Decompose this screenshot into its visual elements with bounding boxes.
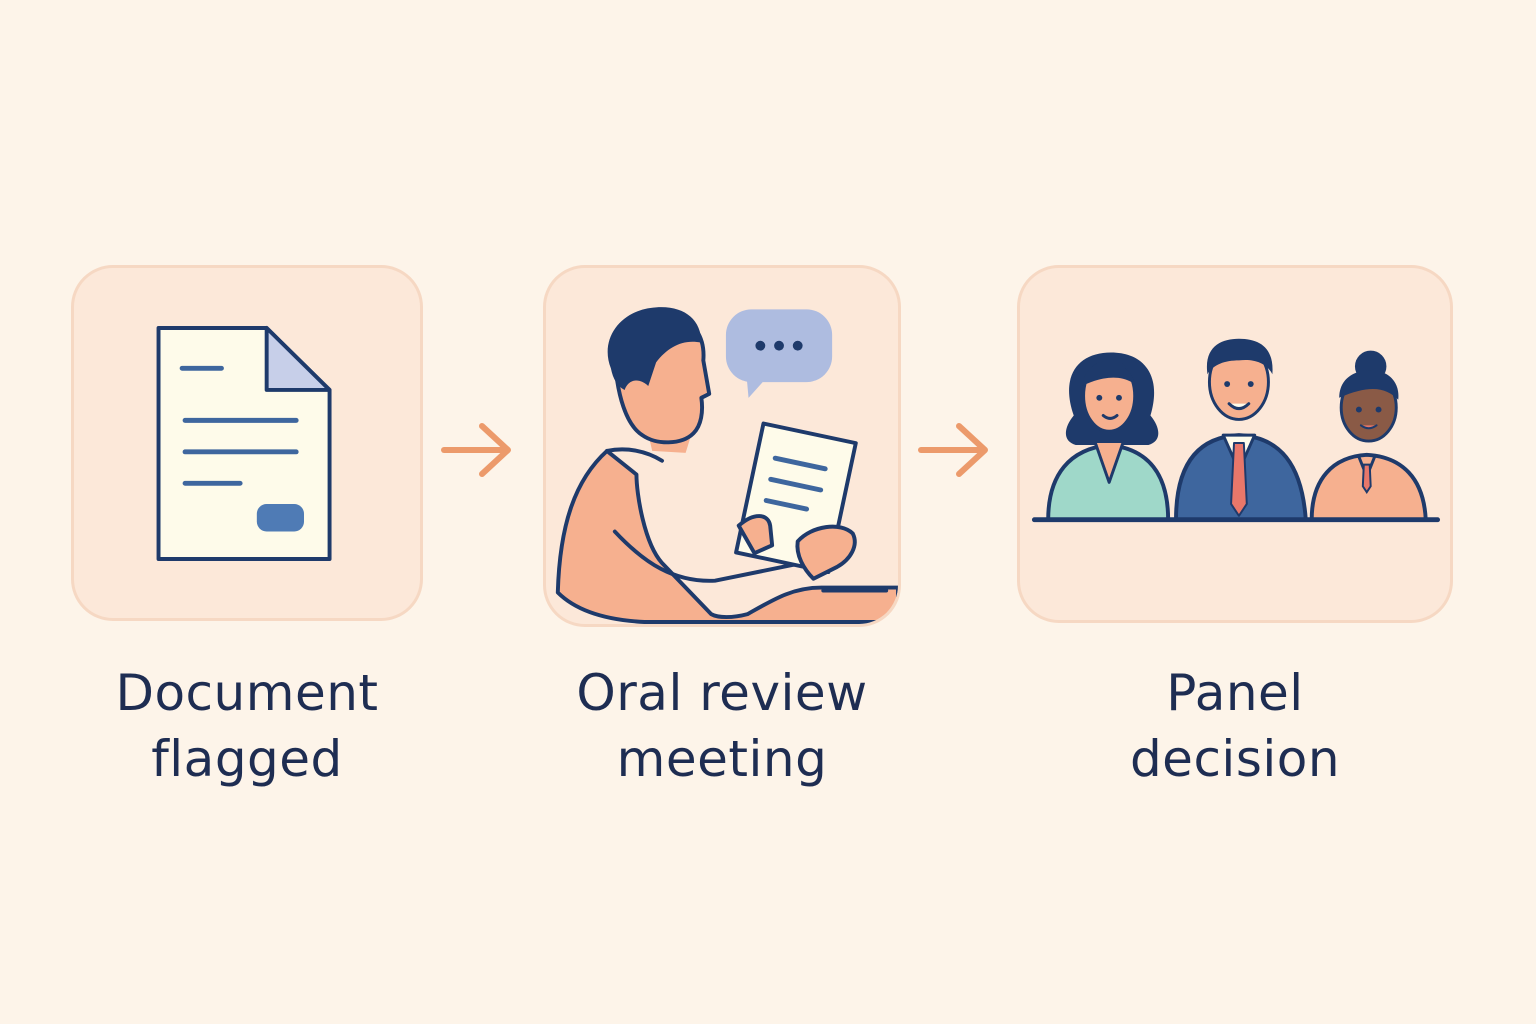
step-card-panel-decision: [1017, 265, 1453, 623]
step-card-document-flagged: [71, 265, 423, 621]
step-label-line: Document: [115, 664, 379, 722]
step-label-panel-decision: Panel decision: [1025, 660, 1445, 792]
step-label-line: meeting: [616, 730, 828, 788]
panelist-right-icon: [1309, 350, 1428, 522]
panelist-left-icon: [1046, 352, 1171, 522]
step-label-line: Oral review: [576, 664, 868, 722]
step-card-oral-review: [543, 265, 901, 627]
panelist-middle-icon: [1174, 338, 1308, 522]
arrow-right-icon: [918, 423, 988, 477]
step-label-line: flagged: [151, 730, 343, 788]
step-label-line: Panel: [1166, 664, 1304, 722]
person-reading-icon: [555, 307, 898, 624]
step-label-document-flagged: Document flagged: [37, 660, 457, 792]
document-icon: [156, 326, 332, 561]
step-label-oral-review: Oral review meeting: [512, 660, 932, 792]
speech-bubble-icon: [725, 309, 833, 398]
panel-people-icon: [1031, 338, 1441, 523]
step-label-line: decision: [1129, 730, 1341, 788]
arrow-right-icon: [441, 423, 511, 477]
